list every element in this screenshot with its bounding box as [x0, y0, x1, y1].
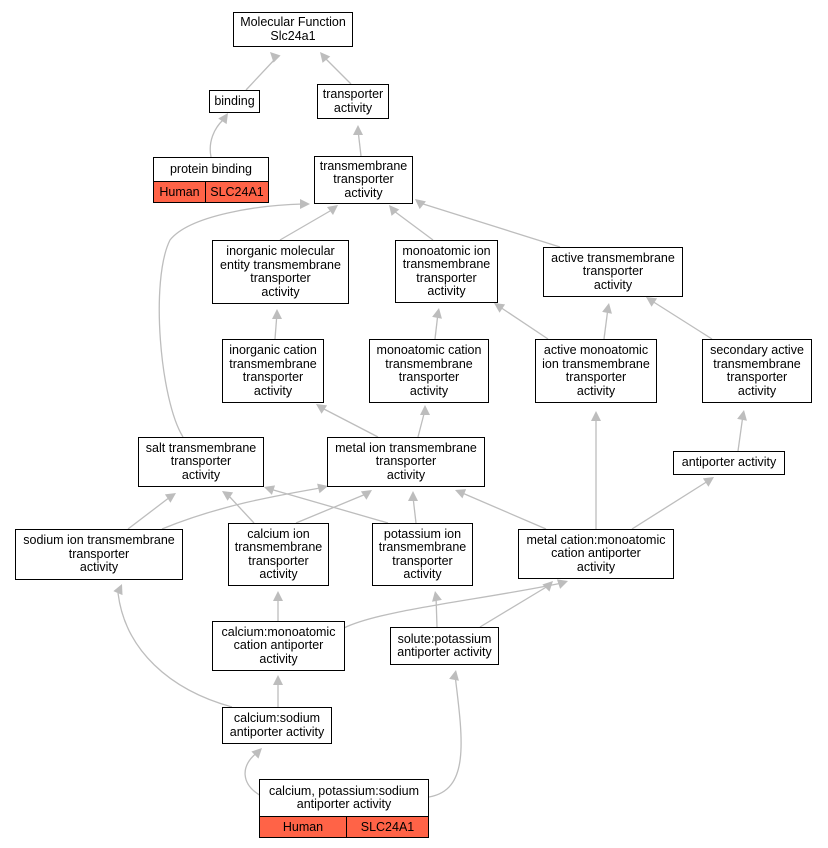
node-leaf-label: calcium, potassium:sodium antiporter act… [260, 780, 428, 817]
node-binding[interactable]: binding [209, 90, 260, 113]
edge-metalcation-antiporter-arrowhead [702, 477, 714, 487]
gene-cell: SLC24A1 [346, 817, 428, 837]
edge-solute-potassium [435, 595, 438, 628]
edge-secondary-activetm [651, 300, 713, 340]
edge-potassium-salt [269, 488, 389, 524]
species-cell: Human [154, 182, 205, 202]
edge-metalcation-metalion [459, 491, 547, 530]
node-transporter-activity[interactable]: transporter activity [317, 84, 389, 119]
edge-potassium-salt-arrowhead [264, 485, 276, 495]
node-transmembrane-transporter-activity[interactable]: transmembrane transporter activity [314, 156, 413, 204]
edge-potassium-metalion-arrowhead [408, 491, 418, 501]
edge-sodium-salt-arrowhead [164, 493, 176, 503]
edge-calmono-metalcation-arrowhead [556, 579, 568, 589]
node-inorganic-cation[interactable]: inorganic cation transmembrane transport… [222, 339, 324, 403]
edge-activetm-tm [419, 202, 561, 248]
species-cell: Human [260, 817, 346, 837]
node-calcium-potassium-sodium-antiporter[interactable]: calcium, potassium:sodium antiporter act… [259, 779, 429, 838]
edge-calsod-sodium [117, 592, 233, 708]
edge-metalion-monocation-arrowhead [420, 405, 430, 415]
edge-metalion-inorgcation [321, 407, 379, 438]
edge-sodium-metalion [161, 487, 321, 530]
edge-leaf-solute [428, 674, 462, 798]
gene-cell: SLC24A1 [205, 182, 268, 202]
edge-activemono-monoion [499, 306, 549, 340]
edge-secondary-activetm-arrowhead [646, 297, 658, 307]
edge-monoion-tm [393, 210, 434, 241]
node-monoatomic-cation[interactable]: monoatomic cation transmembrane transpor… [369, 339, 489, 403]
edge-calsod-calmono-arrowhead [273, 675, 283, 685]
edge-solute-metalcation-arrowhead [542, 581, 553, 592]
edge-inorgcation-inorgmol-arrowhead [272, 309, 282, 319]
edge-solute-metalcation [479, 585, 549, 628]
node-metal-ion-transmembrane[interactable]: metal ion transmembrane transporter acti… [327, 437, 485, 487]
edge-binding-root-arrowhead [270, 52, 281, 63]
edge-tm-transporter-arrowhead [353, 125, 363, 135]
edge-leaf-calsod [244, 751, 264, 798]
edge-activemono-activetm-arrowhead [602, 303, 612, 314]
edge-calcium-metalion [295, 493, 367, 524]
node-secondary-active[interactable]: secondary active transmembrane transport… [702, 339, 812, 403]
edge-calcium-salt-arrowhead [222, 491, 234, 501]
edge-transporter-root [324, 57, 352, 85]
edge-binding-root [245, 57, 277, 91]
edge-salt-tm-arrowhead [300, 199, 310, 209]
edge-activetm-tm-arrowhead [415, 199, 426, 210]
annotation-row: Human SLC24A1 [154, 182, 268, 202]
annotation-row: Human SLC24A1 [260, 817, 428, 837]
node-active-monoatomic-ion[interactable]: active monoatomic ion transmembrane tran… [535, 339, 657, 403]
edge-leaf-solute-arrowhead [449, 670, 459, 681]
edge-calmono-metalcation [343, 582, 563, 629]
node-solute-potassium-antiporter[interactable]: solute:potassium antiporter activity [390, 627, 499, 665]
edge-solute-potassium-arrowhead [432, 591, 442, 602]
node-protein-binding-label: protein binding [154, 158, 268, 182]
node-metal-cation-antiporter[interactable]: metal cation:monoatomic cation antiporte… [518, 529, 674, 579]
edge-metalion-inorgcation-arrowhead [316, 404, 328, 414]
edge-inorgmol-tm [279, 210, 331, 241]
edge-sodium-salt [127, 496, 171, 530]
edge-calcium-metalion-arrowhead [360, 490, 372, 500]
edge-metalcation-antiporter [631, 480, 709, 530]
node-sodium-ion[interactable]: sodium ion transmembrane transporter act… [15, 529, 183, 580]
edge-sodium-metalion-arrowhead [317, 483, 328, 494]
edge-calcium-salt [227, 494, 255, 524]
node-protein-binding[interactable]: protein binding Human SLC24A1 [153, 157, 269, 203]
edge-calmono-calcium-arrowhead [273, 591, 283, 601]
edge-activemono-activetm [603, 307, 609, 340]
node-inorganic-molecular-entity[interactable]: inorganic molecular entity transmembrane… [212, 240, 349, 304]
node-salt-transmembrane[interactable]: salt transmembrane transporter activity [138, 437, 264, 487]
node-potassium-ion[interactable]: potassium ion transmembrane transporter … [372, 523, 473, 586]
edge-potassium-metalion [412, 496, 417, 524]
edge-calsod-sodium-arrowhead [113, 584, 123, 596]
node-monoatomic-ion[interactable]: monoatomic ion transmembrane transporter… [395, 240, 498, 303]
node-antiporter-activity[interactable]: antiporter activity [673, 451, 785, 475]
edge-activemono-monoion-arrowhead [494, 303, 506, 313]
edge-inorgmol-tm-arrowhead [327, 205, 338, 215]
edge-antiporter-secondary-arrowhead [737, 410, 747, 421]
node-calcium-monoatomic-antiporter[interactable]: calcium:monoatomic cation antiporter act… [212, 621, 345, 671]
edge-monoion-tm-arrowhead [389, 205, 400, 216]
edge-transporter-root-arrowhead [320, 52, 331, 63]
edge-metalcation-metalion-arrowhead [455, 489, 467, 499]
edge-protein-binding-binding [209, 118, 225, 158]
edge-protein-binding-binding-arrowhead [218, 113, 228, 125]
node-molecular-function-root[interactable]: Molecular Function Slc24a1 [233, 12, 353, 47]
node-calcium-ion[interactable]: calcium ion transmembrane transporter ac… [228, 523, 329, 586]
edge-monocation-monoion-arrowhead [432, 308, 442, 319]
node-active-transmembrane[interactable]: active transmembrane transporter activit… [543, 247, 683, 297]
edge-leaf-calsod-arrowhead [251, 748, 262, 759]
edge-metalcation-activemono-arrowhead [591, 411, 601, 421]
node-calcium-sodium-antiporter[interactable]: calcium:sodium antiporter activity [222, 707, 332, 744]
edge-salt-tm [158, 203, 304, 438]
edge-antiporter-secondary [737, 414, 744, 452]
